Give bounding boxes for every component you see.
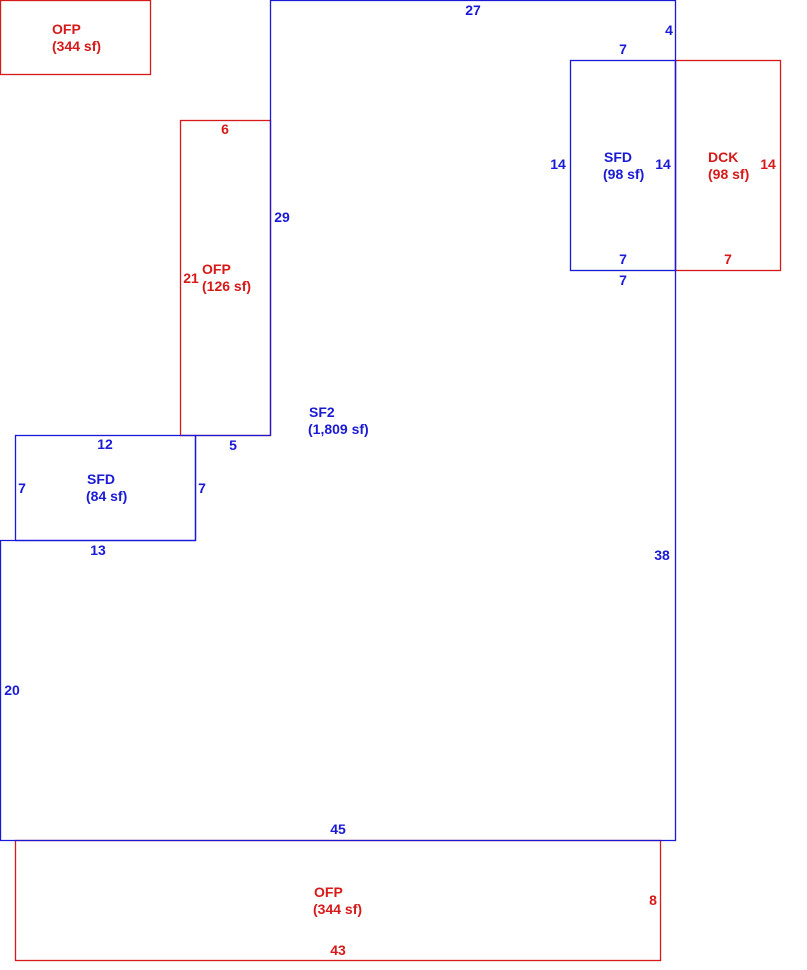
dim-sfd-right-left: 14 xyxy=(550,156,566,172)
sf2-name: SF2 xyxy=(309,404,335,420)
dim-ofp-mid-left: 21 xyxy=(183,270,199,286)
dim-sf2-left-lower: 20 xyxy=(4,682,20,698)
dim-sfd-left-left: 7 xyxy=(18,480,26,496)
sfd-right-outline xyxy=(569,59,677,272)
ofp-bottom-name: OFP xyxy=(314,884,343,900)
dim-sf2-right: 38 xyxy=(654,547,670,563)
sfd-left-name: SFD xyxy=(87,471,115,487)
dim-sfd-left-right: 7 xyxy=(198,480,206,496)
ofp-mid-size: (126 sf) xyxy=(202,278,251,294)
dim-ofp-bottom-bottom: 43 xyxy=(330,942,346,958)
ofp-top-outline xyxy=(0,0,152,76)
dck-size: (98 sf) xyxy=(708,166,749,182)
ofp-bottom-size: (344 sf) xyxy=(313,901,362,917)
dim-dck-right: 14 xyxy=(760,156,776,172)
dim-sf2-bottom: 45 xyxy=(330,821,346,837)
sf2-size: (1,809 sf) xyxy=(308,421,369,437)
ofp-top-name: OFP xyxy=(52,21,81,37)
dim-sfd-left-bottom: 13 xyxy=(90,542,106,558)
dim-sfd-right-right: 14 xyxy=(655,156,671,172)
dck-name: DCK xyxy=(708,149,738,165)
dim-sfd-left-top: 12 xyxy=(97,436,113,452)
dim-sfd-right-bottom-inside: 7 xyxy=(619,251,627,267)
sfd-right-name: SFD xyxy=(604,149,632,165)
dim-ofp-bottom-right: 8 xyxy=(649,892,657,908)
ofp-mid-name: OFP xyxy=(202,261,231,277)
ofp-top-size: (344 sf) xyxy=(52,38,101,54)
sfd-left-outline xyxy=(14,434,197,542)
dim-sf2-top: 27 xyxy=(465,2,481,18)
dim-ofp-mid-top: 6 xyxy=(221,121,229,137)
sfd-right-size: (98 sf) xyxy=(603,166,644,182)
dim-sfd-right-bottom-outside: 7 xyxy=(619,272,627,288)
dim-sf2-left-upper: 29 xyxy=(274,209,290,225)
dim-sfd-right-top: 7 xyxy=(619,41,627,57)
dim-dck-bottom: 7 xyxy=(724,251,732,267)
dim-sf2-notch: 5 xyxy=(229,437,237,453)
dim-sf2-top-right: 4 xyxy=(665,22,673,38)
sfd-left-size: (84 sf) xyxy=(86,488,127,504)
